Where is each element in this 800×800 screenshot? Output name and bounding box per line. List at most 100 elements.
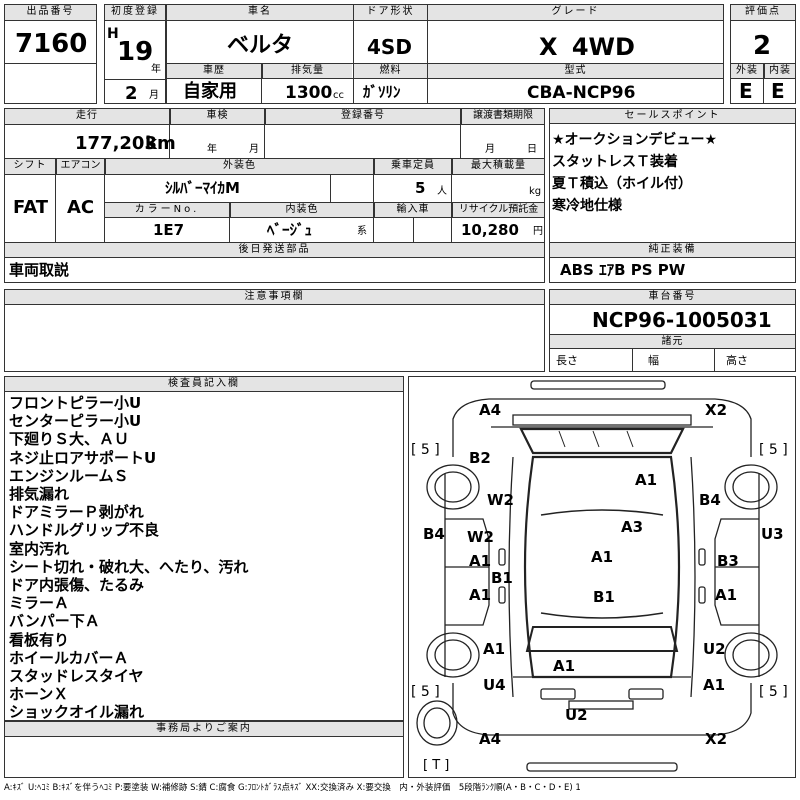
selling-points-label: セールスポイント [550, 109, 795, 124]
ac-label: エアコン [56, 159, 104, 174]
selling-points-box: セールスポイント ★オークションデビュー★ スタットレスＴ装着 夏Ｔ積込（ホイル… [549, 108, 796, 243]
inspector-box: 検査員記入欄 フロントピラー小U センターピラー小U 下廻りＳ大、ＡＵ ネジ止ロ… [4, 376, 404, 721]
left-front-handle [498, 548, 506, 566]
km-unit: km [145, 133, 176, 154]
inspector-note: フロントピラー小U [9, 394, 142, 412]
inspector-note: スタッドレスタイヤ [9, 667, 144, 686]
mark-a1-left-bottom: A1 [483, 640, 506, 658]
mark-a1-roof: A1 [591, 548, 614, 566]
mark-w2-left: W2 [467, 528, 494, 546]
regno-label: 登録番号 [265, 109, 460, 124]
chassis-number: NCP96-1005031 [592, 308, 772, 332]
mark-b3: B3 [717, 552, 739, 570]
rear-window [525, 626, 679, 652]
right-rear-handle [698, 586, 706, 604]
lot-box: 出品番号 7160 [4, 4, 97, 104]
selling-point: スタットレスＴ装着 [552, 154, 678, 170]
inspector-note: ホイールカバーＡ [9, 648, 129, 667]
inspector-note: シート切れ・破れ大、へたり、汚れ [9, 557, 249, 576]
mark-a1-bumper: A1 [553, 657, 576, 675]
mark-x2-top: X2 [705, 401, 728, 419]
car-name-label: 車名 [167, 5, 353, 21]
car-name: ベルタ [227, 33, 294, 58]
inspector-note: ドアミラーＰ剥がれ [9, 503, 144, 522]
height-label: 高さ [726, 354, 748, 367]
door-type: 4SD [367, 35, 412, 59]
mark-x2-bottom: X2 [705, 730, 728, 748]
seats-label: 乗車定員 [374, 159, 451, 174]
inspector-note: 看板有り [9, 630, 70, 649]
shift-label: シフト [5, 159, 55, 174]
office-box: 事務局よりご案内 [4, 721, 404, 778]
displacement: 1300 [285, 83, 333, 103]
exterior-grade: E [739, 79, 753, 103]
inspector-notes: フロントピラー小U センターピラー小U 下廻りＳ大、ＡＵ ネジ止ロアサポートU … [9, 394, 248, 722]
ac: AC [67, 197, 95, 218]
yen-unit: 円 [533, 226, 543, 237]
score: 2 [753, 31, 772, 61]
length-label: 長さ [556, 354, 578, 367]
selling-point: 夏Ｔ積込（ホイル付） [552, 176, 692, 192]
mark-a1-left-front: A1 [469, 552, 492, 570]
mileage: 177,203 [75, 133, 157, 154]
selling-point: 寒冷地仕様 [552, 198, 622, 214]
inspector-note: ハンドルグリップ不良 [9, 521, 160, 540]
mark-u2-right: U2 [703, 640, 726, 658]
exterior-grade-label: 外装 [731, 64, 763, 78]
car-diagram [416, 380, 778, 772]
inspector-note: バンパー下Ａ [9, 612, 100, 631]
mark-b2: B2 [469, 449, 491, 467]
name-grade-box: 車名 ドア形状 グレード ベルタ 4SD X 4WD 車歴 排気量 燃料 型式 … [166, 4, 724, 104]
color-label: 外装色 [105, 159, 373, 174]
rear-bumper [526, 762, 678, 772]
rear-right-lamp [628, 688, 664, 700]
inspector-note: ホーンＸ [9, 685, 69, 704]
caution-box: 注意事項欄 [4, 289, 545, 372]
seats: 5 [415, 179, 426, 197]
selling-point: ★オークションデビュー★ [552, 132, 718, 148]
wheel-rear-left [426, 632, 480, 678]
transfer-label: 譲渡書類期限 [461, 109, 544, 124]
equipment: ABS ｴｱB PS PW [560, 261, 686, 279]
fuel: ｶﾞｿﾘﾝ [363, 83, 401, 101]
era-mark: H [107, 26, 119, 42]
mark-a3: A3 [621, 518, 644, 536]
right-side [714, 473, 760, 677]
roof [523, 455, 681, 679]
rear-left-lamp [540, 688, 576, 700]
cc-unit: cc [333, 90, 344, 101]
mark-b1-trunk: B1 [593, 588, 615, 606]
interior-color-label: 内装色 [230, 203, 373, 217]
color: ｼﾙﾊﾞｰﾏｲｶM [165, 179, 240, 197]
equipment-label: 純正装備 [550, 243, 795, 258]
right-front-handle [698, 548, 706, 566]
front-panel [512, 414, 692, 426]
left-body-line [508, 456, 514, 698]
colorno-label: カラーNo. [105, 203, 229, 217]
chassis-box: 車台番号 NCP96-1005031 諸元 長さ 幅 高さ [549, 289, 796, 372]
displacement-label: 排気量 [262, 64, 352, 78]
registration-year: 19 [117, 37, 154, 67]
recycle-label: リサイクル預託金 [452, 203, 544, 217]
wheel-rear-right [724, 632, 778, 678]
mark-a1-left-rear: A1 [469, 586, 492, 604]
shift: FAT [13, 197, 49, 218]
inspector-note: ミラーＡ [9, 594, 70, 613]
mark-u4: U4 [483, 676, 506, 694]
inspection-year-unit: 年 [207, 144, 217, 155]
mileage-label: 走行 [5, 109, 169, 124]
tire-depth-rear-right: [ 5 ] [759, 684, 788, 700]
chassis-label: 車台番号 [550, 290, 795, 305]
score-label: 評価点 [731, 5, 795, 21]
lot-label: 出品番号 [5, 5, 96, 21]
registration-box: 初度登録 H 19 年 2 月 [104, 4, 166, 104]
equipment-box: 純正装備 ABS ｴｱB PS PW [549, 242, 796, 283]
interior-color: ﾍﾞｰｼﾞｭ [267, 221, 313, 239]
history-label: 車歴 [167, 64, 261, 78]
mark-a1-hood: A1 [635, 471, 658, 489]
wheel-front-right [724, 464, 778, 510]
interior-color-unit: 系 [357, 226, 367, 237]
later-parts: 車両取説 [9, 261, 70, 279]
inspector-note: 室内汚れ [9, 539, 70, 558]
mark-a1-right-low: A1 [703, 676, 726, 694]
